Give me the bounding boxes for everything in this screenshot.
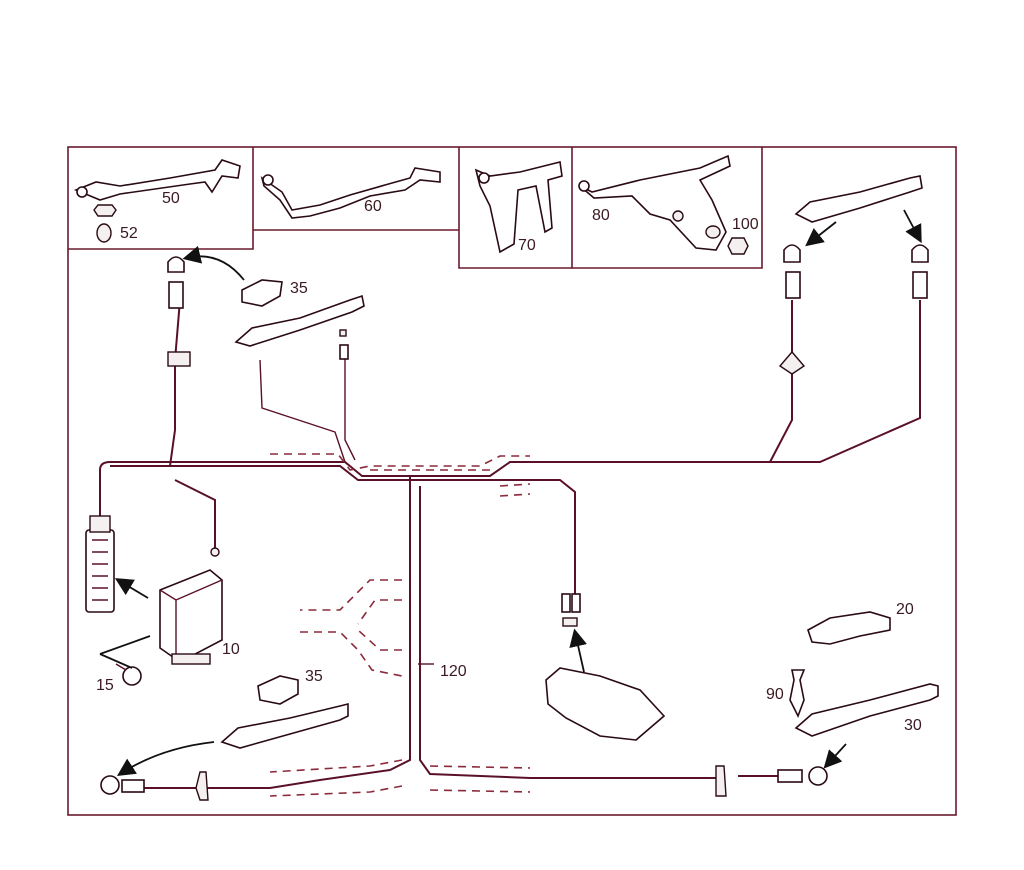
connector-top-right-b bbox=[911, 244, 929, 299]
arrow-unit-to-multipin bbox=[114, 578, 149, 599]
screw-part bbox=[115, 663, 142, 686]
harness-main-solid bbox=[99, 300, 921, 530]
connector-mid-right bbox=[561, 593, 581, 627]
callout-20: 20 bbox=[896, 601, 914, 618]
inset-box-bracket-50 bbox=[68, 147, 254, 250]
rail-bottom-right bbox=[794, 683, 939, 737]
connector-top-left bbox=[167, 256, 191, 367]
connector-bottom-left bbox=[100, 771, 209, 801]
arrow-rail-to-connector-a bbox=[805, 221, 837, 247]
callout-35-bottom: 35 bbox=[305, 668, 323, 685]
cover-part bbox=[807, 611, 891, 645]
arrow-rail-to-connector-b bbox=[903, 209, 922, 244]
clip-rivet bbox=[789, 669, 806, 718]
callout-100: 100 bbox=[732, 216, 759, 233]
inset-box-bracket-80 bbox=[572, 147, 763, 269]
diagram-frame bbox=[67, 146, 957, 816]
clip-top bbox=[241, 279, 283, 307]
arrow-rail-to-bottom-connector bbox=[116, 741, 215, 776]
connector-bottom-right bbox=[715, 765, 828, 797]
callout-35-top: 35 bbox=[290, 280, 308, 297]
callout-60: 60 bbox=[364, 198, 382, 215]
arrow-clip-to-connector bbox=[182, 245, 245, 281]
multipin-connector bbox=[85, 515, 115, 613]
rail-top-left bbox=[234, 294, 365, 347]
callout-15: 15 bbox=[96, 677, 114, 694]
callout-50: 50 bbox=[162, 190, 180, 207]
arrow-rail-to-right-connector bbox=[823, 743, 847, 769]
callout-90: 90 bbox=[766, 686, 784, 703]
relay-box bbox=[545, 667, 666, 741]
clip-bottom bbox=[257, 675, 299, 705]
connector-top-right-a bbox=[778, 244, 806, 375]
callout-120: 120 bbox=[440, 663, 467, 680]
arrow-screw-to-unit bbox=[99, 635, 151, 669]
inset-box-bracket-60 bbox=[253, 167, 459, 231]
callout-70: 70 bbox=[518, 237, 536, 254]
callout-80: 80 bbox=[592, 207, 610, 224]
harness-optional-dashed bbox=[270, 453, 530, 471]
rail-top-right bbox=[794, 175, 923, 223]
callout-30: 30 bbox=[904, 717, 922, 734]
control-unit bbox=[159, 569, 223, 665]
callout-10: 10 bbox=[222, 641, 240, 658]
rail-bottom-left bbox=[220, 702, 349, 749]
callout-52: 52 bbox=[120, 225, 138, 242]
inset-box-bracket-70 bbox=[458, 147, 573, 269]
arrow-relay-to-connector bbox=[569, 628, 587, 673]
